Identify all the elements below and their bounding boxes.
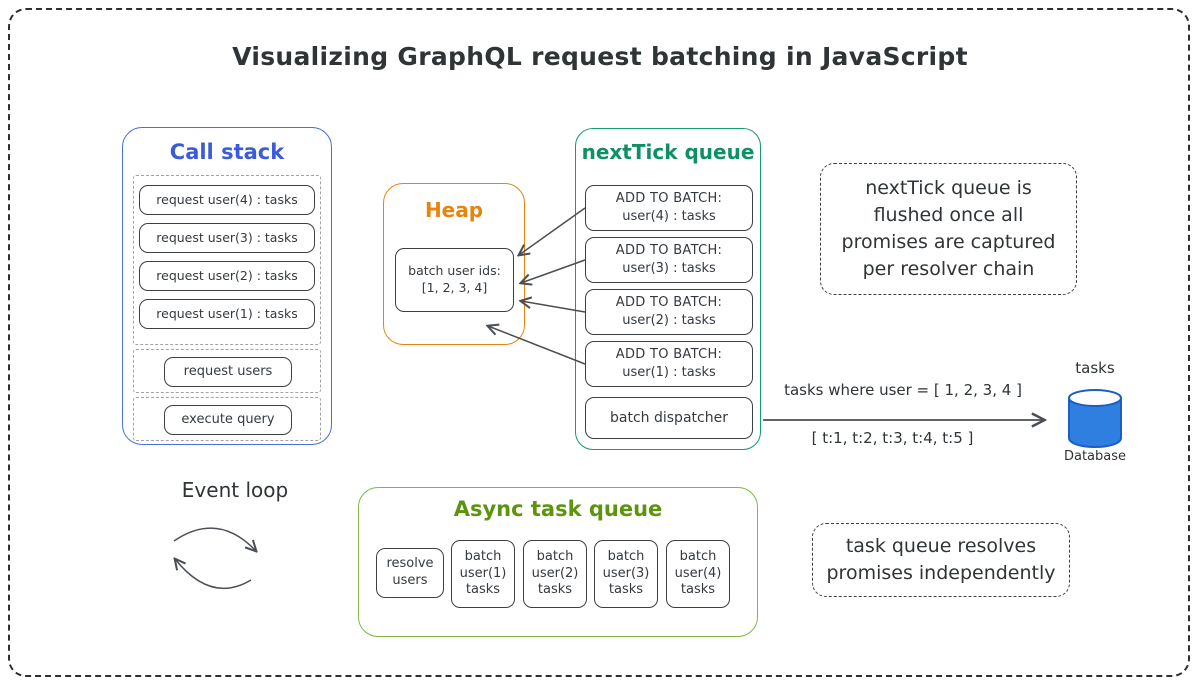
page-title: Visualizing GraphQL request batching in … [232,42,968,71]
task-line: tasks [537,582,573,598]
add-to-batch-label: ADD TO BATCH: [615,191,723,207]
batch-user4-tasks-box: batch user(4) tasks [666,540,730,608]
event-loop-label: Event loop [181,478,289,502]
add-to-batch-arg: user(2) : tasks [622,313,716,328]
note-line: nextTick queue is [865,177,1032,200]
task-line: tasks [608,582,644,598]
batch-user1-tasks-box: batch user(1) tasks [451,540,515,608]
add-to-batch-user2: ADD TO BATCH: user(2) : tasks [585,289,753,335]
batch-user2-tasks-box: batch user(2) tasks [523,540,587,608]
batch-user3-tasks-box: batch user(3) tasks [594,540,658,608]
add-to-batch-label: ADD TO BATCH: [615,295,723,311]
task-line: batch [464,548,502,564]
next-tick-queue-title: nextTick queue [581,140,755,164]
task-line: batch [607,548,645,564]
next-tick-queue-panel: nextTick queue ADD TO BATCH: user(4) : t… [575,128,761,450]
call-stack-frame-group: request user(4) : tasks request user(3) … [133,175,321,345]
task-line: users [392,573,428,588]
batch-user-ids-line2: [1, 2, 3, 4] [421,280,488,295]
note-line: promises are captured [841,231,1056,253]
heap-title: Heap [424,198,484,222]
task-line: batch [679,548,717,564]
request-users-group: request users [133,349,321,393]
add-to-batch-label: ADD TO BATCH: [615,347,723,363]
database-icon [1068,389,1122,449]
outer-dashed-frame [8,8,1190,677]
add-to-batch-arg: user(3) : tasks [622,261,716,276]
db-result-label: [ t:1, t:2, t:3, t:4, t:5 ] [811,429,974,447]
note-line: promises independently [826,562,1056,584]
batch-user-ids-box: batch user ids: [1, 2, 3, 4] [395,248,514,312]
call-stack-frame: request user(4) : tasks [139,185,315,215]
call-stack-frame: request user(2) : tasks [139,261,315,291]
call-stack-frame: request user(3) : tasks [139,223,315,253]
task-line: user(1) [459,565,507,581]
task-line: resolve [386,556,434,572]
db-query-label: tasks where user = [ 1, 2, 3, 4 ] [784,381,1022,399]
task-line: batch [536,548,574,564]
note-line: flushed once all [873,204,1024,227]
execute-query-group: execute query [133,397,321,441]
note-line: task queue resolves [845,535,1037,558]
call-stack-frame: request user(1) : tasks [139,299,315,329]
task-line: tasks [465,582,501,598]
next-tick-note: nextTick queue is flushed once all promi… [820,163,1077,295]
resolve-users-box: resolve users [376,548,444,598]
call-stack-panel: Call stack request user(4) : tasks reque… [122,127,332,445]
execute-query-box: execute query [164,405,292,435]
task-line: user(2) [531,565,579,581]
add-to-batch-arg: user(1) : tasks [622,365,716,380]
task-line: user(3) [602,565,650,581]
add-to-batch-arg: user(4) : tasks [622,209,716,224]
note-line: per resolver chain [862,257,1035,280]
async-task-queue-title: Async task queue [453,497,663,521]
task-queue-note: task queue resolves promises independent… [812,523,1070,597]
task-line: user(4) [674,565,722,581]
heap-panel: Heap batch user ids: [1, 2, 3, 4] [383,183,525,345]
request-users-box: request users [164,357,292,387]
add-to-batch-user1: ADD TO BATCH: user(1) : tasks [585,341,753,387]
call-stack-title: Call stack [169,140,285,164]
batch-dispatcher-box: batch dispatcher [585,397,753,439]
batch-user-ids-line1: batch user ids: [408,263,501,279]
add-to-batch-user3: ADD TO BATCH: user(3) : tasks [585,237,753,283]
async-task-queue-panel: Async task queue resolve users batch use… [358,487,758,637]
add-to-batch-user4: ADD TO BATCH: user(4) : tasks [585,185,753,231]
add-to-batch-label: ADD TO BATCH: [615,243,723,259]
task-line: tasks [680,582,716,598]
database-label: Database [1063,449,1127,464]
database-table-label: tasks [1075,359,1115,377]
